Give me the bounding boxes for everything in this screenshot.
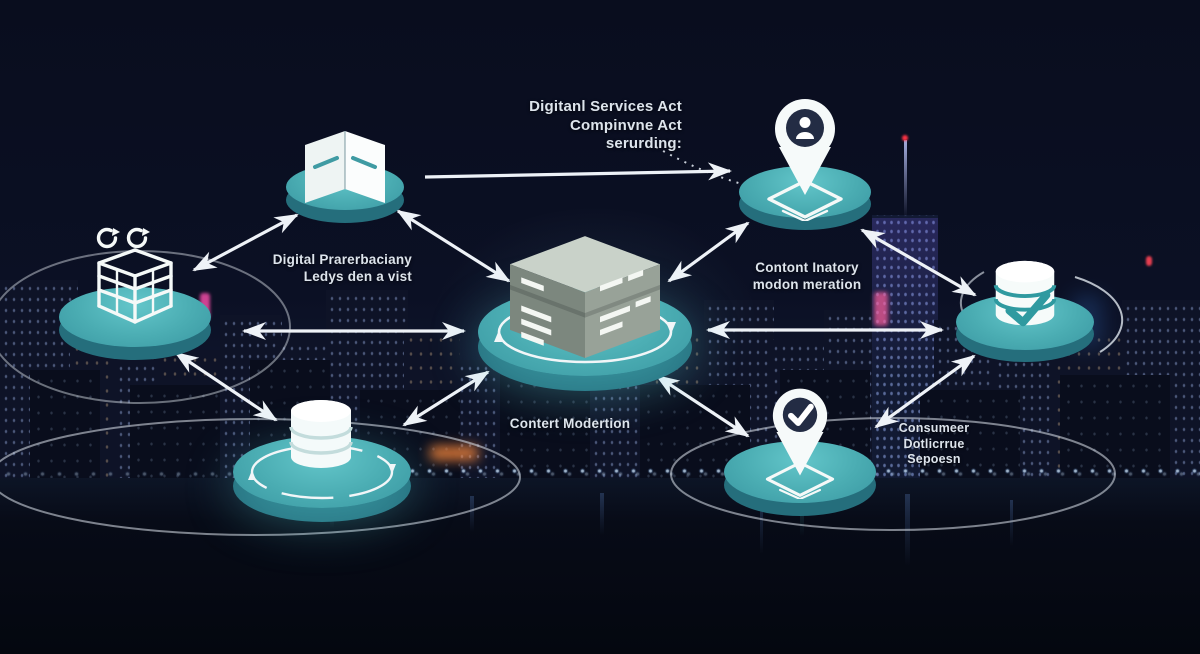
node-open-book (270, 113, 420, 233)
red-light (1146, 256, 1152, 266)
label-consumer: Consumeer Dotlicrrue Sepoesn (898, 421, 970, 466)
building-wireframe-icon (96, 227, 173, 324)
node-building-registry (50, 222, 225, 362)
pink-neon-sign (874, 292, 888, 326)
node-database-verified (948, 253, 1106, 383)
server-cube-icon (510, 236, 660, 358)
orange-waterfront-glow (430, 446, 478, 460)
red-beacon (902, 135, 908, 141)
database-stack-icon (289, 400, 353, 468)
label-content-history: Contont Inatory modon meration (752, 260, 862, 292)
map-pin-check-icon (765, 388, 835, 499)
node-map-pin-verified (723, 385, 878, 535)
dotted-note-curve (655, 146, 743, 185)
map-pin-person-icon (767, 99, 843, 221)
water (0, 478, 1200, 654)
open-book-icon (305, 131, 385, 203)
node-map-pin-user (733, 93, 878, 233)
node-database-stack (228, 393, 418, 548)
label-digital-services-act: Digitanl Services Act Compinvne Act seru… (529, 98, 682, 153)
tower-antenna (904, 140, 907, 218)
label-transparency: Digital Prarerbaciany Ledys den a vist (272, 252, 412, 284)
label-content-moderation: Contert Modertion (509, 416, 631, 431)
database-check-icon (993, 260, 1057, 327)
node-server-hub (468, 232, 702, 402)
